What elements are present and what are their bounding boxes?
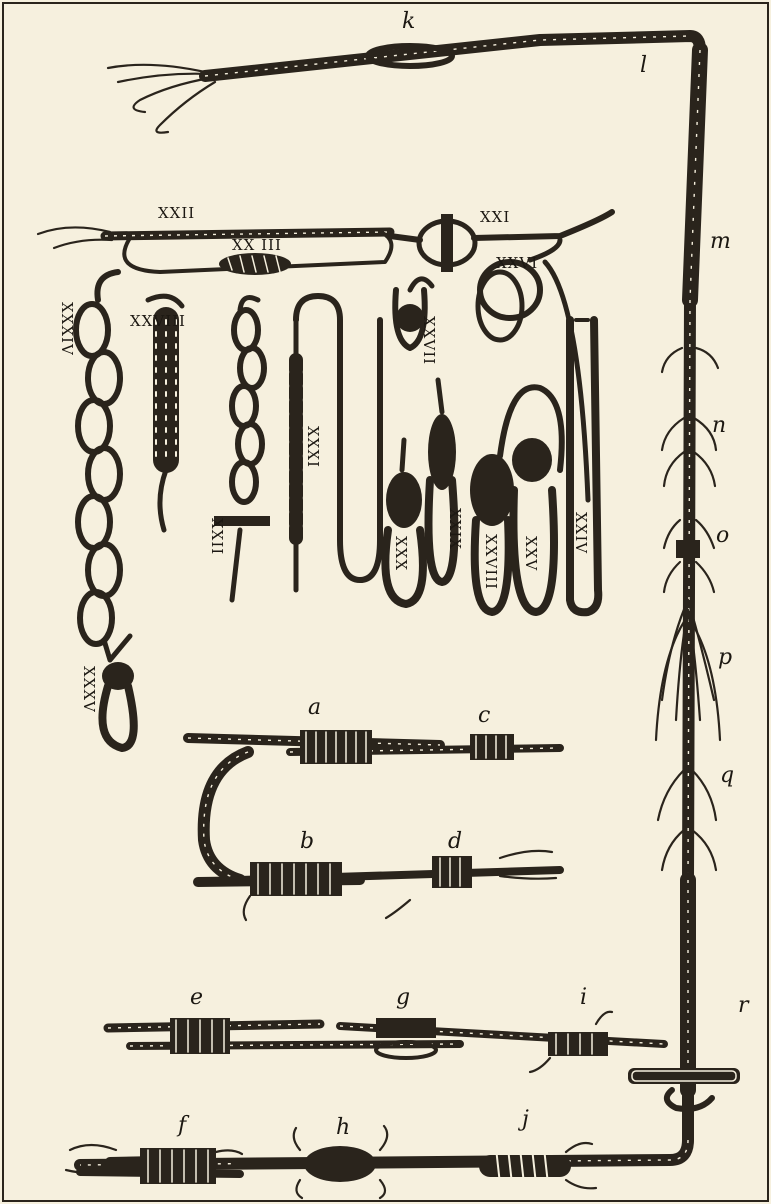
label-xxi: XXI <box>480 208 510 226</box>
label-c: c <box>478 703 490 728</box>
label-n: n <box>712 413 726 438</box>
label-d: d <box>448 829 462 854</box>
roman-labels: XXII XX III XXI XXVI XXVIII XXXIV XXXV X… <box>58 204 590 713</box>
label-xxxv: XXXV <box>80 666 98 713</box>
seizings-fhj <box>66 1126 596 1198</box>
label-xxix: XXIX <box>446 508 464 550</box>
label-l: l <box>640 53 647 78</box>
label-xxii-top: XXII <box>158 204 195 222</box>
label-k: k <box>402 9 415 34</box>
label-f: f <box>176 1113 190 1138</box>
label-xxx: XXX <box>392 536 410 571</box>
label-h: h <box>336 1115 350 1140</box>
seizings-egi <box>108 1012 664 1072</box>
label-xxvii: XXVII <box>420 316 438 365</box>
label-xxviii-left: XXVIII <box>130 312 186 330</box>
sinnet-coil <box>148 296 182 530</box>
label-e: e <box>190 985 203 1010</box>
letter-labels: k l m n o p q r a c b d e g i f h j <box>176 9 750 1140</box>
label-b: b <box>300 829 314 854</box>
label-m: m <box>710 229 731 254</box>
label-xxxiv: XXXIV <box>58 302 76 356</box>
label-a: a <box>308 695 321 720</box>
seizings-abcd <box>188 730 560 920</box>
chain-links <box>76 304 120 644</box>
label-o: o <box>716 523 729 548</box>
label-q: q <box>720 763 734 788</box>
label-xxvi: XXVI <box>496 254 538 272</box>
label-xxxi: XXXI <box>304 426 322 468</box>
label-p: p <box>718 645 732 670</box>
label-xxii-bottom: XXII <box>208 518 226 555</box>
label-r: r <box>738 993 750 1018</box>
label-xxiv: XXIV <box>572 512 590 554</box>
label-xxiii: XX III <box>232 236 282 254</box>
label-g: g <box>396 985 410 1010</box>
label-xxviii-right: XXVIII <box>482 534 500 590</box>
label-xxv: XXV <box>522 536 540 571</box>
label-i: i <box>580 985 587 1010</box>
label-j: j <box>517 1107 529 1132</box>
